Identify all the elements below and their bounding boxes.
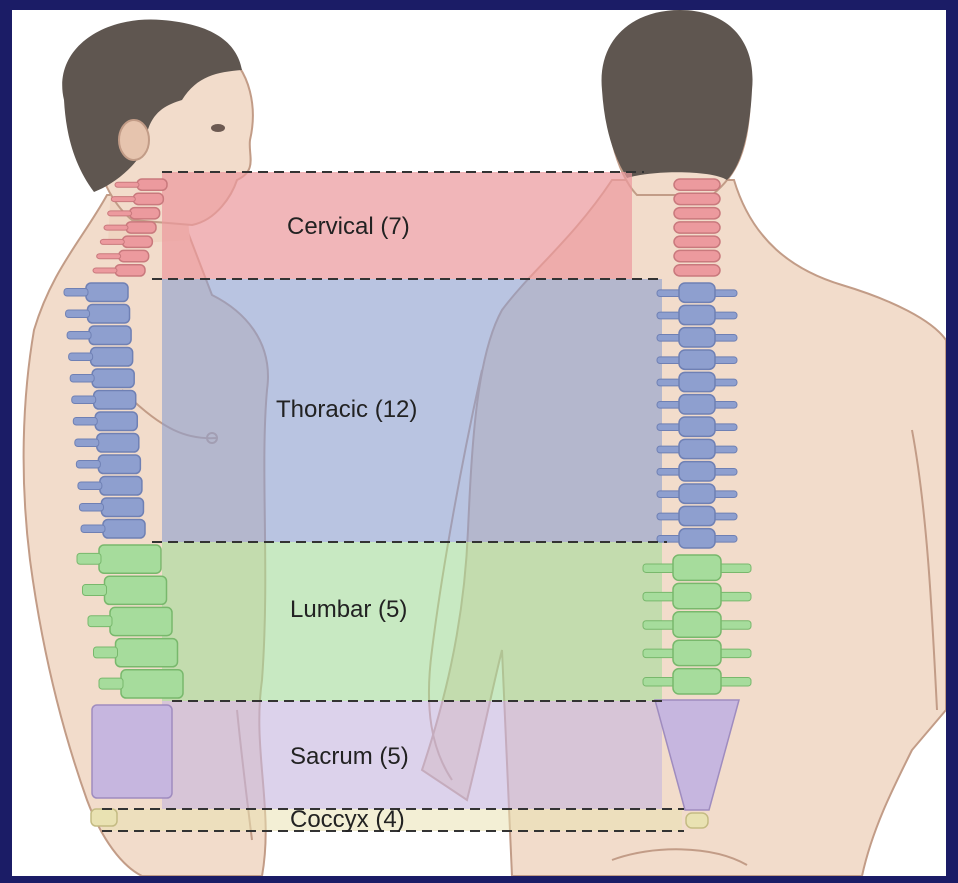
side-spinous-process	[76, 460, 100, 468]
side-spinous-process	[64, 288, 88, 296]
back-vertebra-lumbar	[673, 640, 721, 665]
back-vertebra-lumbar	[673, 669, 721, 694]
band-sacrum	[162, 701, 662, 809]
side-spinous-process	[72, 396, 96, 404]
back-vertebra-thoracic	[679, 484, 715, 503]
side-vertebra-thoracic	[86, 283, 128, 302]
side-vertebra-lumbar	[116, 639, 178, 667]
side-vertebra-cervical	[122, 236, 152, 247]
back-vertebra-cervical	[674, 265, 720, 276]
back-vertebra-thoracic	[679, 462, 715, 481]
back-vertebra-thoracic	[679, 417, 715, 436]
back-vertebra-thoracic	[679, 350, 715, 369]
side-vertebra-cervical	[119, 250, 149, 261]
side-spinous-process	[81, 525, 105, 533]
side-spinous-process	[97, 254, 121, 259]
side-vertebra-thoracic	[101, 498, 143, 517]
side-vertebra-thoracic	[97, 434, 139, 453]
side-vertebra-cervical	[126, 222, 156, 233]
side-spinous-process	[111, 197, 135, 202]
back-vertebra-cervical	[674, 250, 720, 261]
side-vertebra-cervical	[137, 179, 167, 190]
side-spinous-process	[69, 353, 93, 361]
side-eye	[211, 124, 225, 132]
side-spinous-process	[115, 182, 139, 187]
back-hair	[602, 10, 753, 180]
band-lumbar	[162, 542, 662, 701]
side-spinous-process	[70, 374, 94, 382]
back-vertebra-cervical	[674, 208, 720, 219]
back-vertebra-cervical	[674, 179, 720, 190]
side-spinous-process	[93, 268, 117, 273]
side-vertebra-thoracic	[88, 305, 130, 324]
side-spinous-process	[77, 553, 101, 564]
side-spinous-process	[88, 616, 112, 627]
back-vertebra-lumbar	[673, 583, 721, 608]
side-vertebra-cervical	[130, 208, 160, 219]
side-spinous-process	[94, 647, 118, 658]
label-lumbar: Lumbar (5)	[290, 598, 407, 622]
side-spinous-process	[99, 678, 123, 689]
side-spinous-process	[73, 417, 97, 425]
side-vertebra-thoracic	[89, 326, 131, 345]
label-thoracic: Thoracic (12)	[276, 398, 417, 422]
back-vertebra-cervical	[674, 222, 720, 233]
side-spinous-process	[100, 239, 124, 244]
side-spinous-process	[66, 310, 90, 318]
side-spinous-process	[108, 211, 132, 216]
label-cervical: Cervical (7)	[287, 215, 410, 239]
side-spinous-process	[83, 585, 107, 596]
label-coccyx: Coccyx (4)	[290, 808, 405, 832]
back-vertebra-coccyx	[686, 813, 708, 828]
side-vertebra-coccyx	[91, 809, 117, 826]
side-vertebra-thoracic	[98, 455, 140, 474]
back-vertebra-thoracic	[679, 372, 715, 391]
side-vertebra-lumbar	[105, 576, 167, 604]
region-bands	[102, 172, 682, 831]
side-vertebra-cervical	[133, 193, 163, 204]
side-vertebra-thoracic	[91, 348, 133, 367]
diagram-canvas: Cervical (7) Thoracic (12) Lumbar (5) Sa…	[12, 10, 946, 876]
side-vertebra-sacrum	[92, 705, 172, 798]
side-vertebra-lumbar	[121, 670, 183, 698]
side-vertebra-thoracic	[94, 391, 136, 410]
back-vertebra-cervical	[674, 193, 720, 204]
back-vertebra-thoracic	[679, 305, 715, 324]
back-vertebra-thoracic	[679, 529, 715, 548]
back-vertebra-thoracic	[679, 439, 715, 458]
side-vertebra-lumbar	[110, 607, 172, 635]
back-vertebra-thoracic	[679, 328, 715, 347]
side-spinous-process	[104, 225, 128, 230]
back-vertebra-thoracic	[679, 506, 715, 525]
spine-illustration	[12, 10, 946, 876]
side-vertebra-lumbar	[99, 545, 161, 573]
side-vertebra-thoracic	[95, 412, 137, 431]
label-sacrum: Sacrum (5)	[290, 745, 409, 769]
side-spinous-process	[67, 331, 91, 339]
back-vertebra-lumbar	[673, 555, 721, 580]
side-ear	[119, 120, 149, 160]
side-vertebra-thoracic	[103, 520, 145, 539]
back-vertebra-lumbar	[673, 612, 721, 637]
side-spinous-process	[75, 439, 99, 447]
side-vertebra-cervical	[115, 265, 145, 276]
side-vertebra-thoracic	[100, 477, 142, 496]
back-vertebra-thoracic	[679, 395, 715, 414]
back-vertebra-cervical	[674, 236, 720, 247]
back-vertebra-thoracic	[679, 283, 715, 302]
side-spinous-process	[79, 503, 103, 511]
side-vertebra-thoracic	[92, 369, 134, 388]
side-spinous-process	[78, 482, 102, 490]
